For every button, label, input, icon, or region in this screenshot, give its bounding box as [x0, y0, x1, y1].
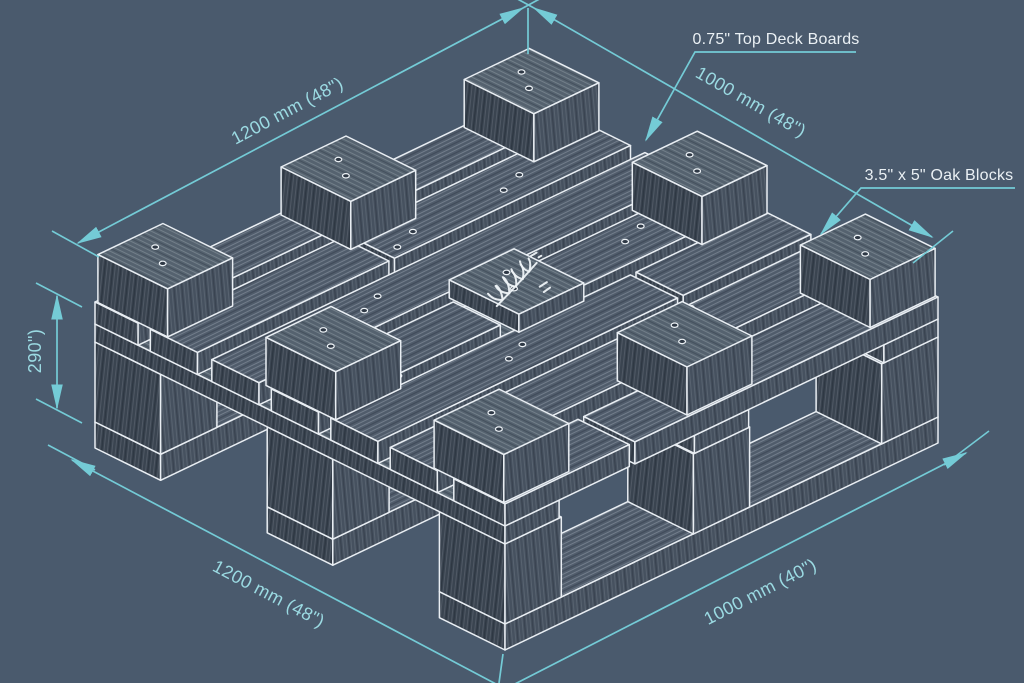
- bottom-corner-extension-line: [498, 653, 504, 683]
- dim-line-top-left: [76, 7, 525, 244]
- dim-line-bottom-right: [514, 452, 968, 683]
- dim-label-left-height: 290"): [25, 329, 45, 373]
- apex-cross-stub-right: [517, 0, 535, 9]
- note-oak-blocks: 3.5" x 5" Oak Blocks: [865, 167, 1014, 184]
- dim-tick-top-left-end: [51, 230, 100, 258]
- dim-line-bottom-left: [70, 459, 496, 683]
- dim-tick-top-right-end: [912, 230, 954, 264]
- apex-cross-stub-left: [522, 0, 540, 9]
- leader-top-deck-boards: [645, 51, 856, 142]
- center-stencil-logo: [486, 251, 552, 308]
- leader-oak-blocks: [819, 187, 1015, 236]
- dim-line-top-right: [532, 7, 934, 238]
- note-top-deck-boards: 0.75" Top Deck Boards: [692, 31, 859, 48]
- dim-tick-bottom-left-end: [47, 444, 96, 471]
- dim-tick-left-height-top: [35, 282, 83, 308]
- dim-tick-left-height-bottom: [35, 398, 83, 424]
- dim-tick-bottom-right-end: [943, 430, 990, 466]
